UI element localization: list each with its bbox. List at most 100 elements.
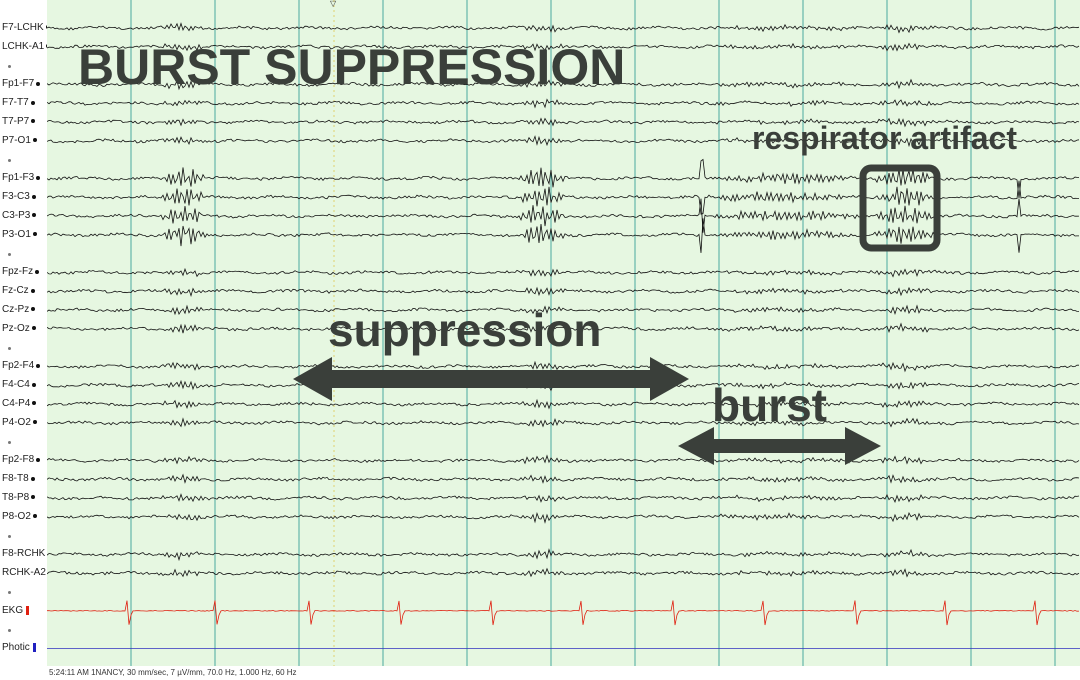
channel-label-text: F7-LCHK <box>2 22 44 33</box>
channel-dot-icon <box>32 514 37 519</box>
channel-label[interactable]: Cz-Pz <box>2 303 36 317</box>
ekg-trace <box>47 600 1080 626</box>
annotation-suppression: suppression <box>328 304 602 356</box>
channel-label[interactable]: F8-RCHK <box>2 547 52 561</box>
channel-separator-dot <box>8 158 11 162</box>
channel-label[interactable]: Photic <box>2 641 36 655</box>
channel-label[interactable]: P4-O2 <box>2 416 37 430</box>
eeg-trace <box>47 511 1080 524</box>
eeg-trace <box>47 493 1080 503</box>
channel-dot-icon <box>32 213 37 218</box>
channel-label-text: RCHK-A2 <box>2 567 46 579</box>
blue-square-icon <box>32 643 36 653</box>
timeline-marker-icon[interactable]: ▽ <box>330 0 337 8</box>
channel-label-text: Photic <box>2 642 30 654</box>
channel-label-text: Fz-Cz <box>2 285 29 297</box>
eeg-trace <box>47 417 1080 428</box>
channel-dot-icon <box>36 175 41 180</box>
respirator-artifact-box <box>859 164 941 252</box>
channel-dot-icon <box>30 476 35 481</box>
channel-label-text: T8-P8 <box>2 492 30 503</box>
channel-label[interactable]: F3-C3 <box>2 190 36 204</box>
channel-label[interactable]: Fp2-F4 <box>2 359 41 373</box>
eeg-trace <box>47 286 1080 298</box>
channel-label[interactable]: F7-LCHK <box>2 21 50 35</box>
channel-dot-icon <box>36 81 41 86</box>
channel-dot-icon <box>32 138 37 143</box>
channel-label[interactable]: LCHK-A1 <box>2 40 51 54</box>
eeg-trace <box>47 454 1080 465</box>
channel-separator-dot <box>8 346 11 350</box>
channel-label-text: F4-C4 <box>2 379 30 391</box>
eeg-trace <box>47 360 1080 373</box>
channel-label[interactable]: T8-P8 <box>2 491 36 505</box>
eeg-traces <box>47 0 1080 666</box>
channel-label-text: Fp1-F7 <box>2 78 35 90</box>
channel-separator-dot <box>8 252 11 256</box>
channel-label[interactable]: F4-C4 <box>2 378 36 392</box>
channel-label[interactable]: P8-O2 <box>2 510 37 524</box>
channel-label-text: Pz-Oz <box>2 322 30 334</box>
channel-label-text: C4-P4 <box>2 398 31 409</box>
channel-label-text: P3-O1 <box>2 228 31 240</box>
channel-label[interactable]: Pz-Oz <box>2 322 36 336</box>
channel-dot-icon <box>31 382 36 387</box>
channel-label[interactable]: F8-T8 <box>2 472 35 486</box>
channel-label[interactable]: Fpz-Fz <box>2 265 40 279</box>
channel-separator-dot <box>8 591 11 594</box>
channel-label-text: F7-T7 <box>2 97 29 109</box>
channel-label-text: P8-O2 <box>2 510 31 522</box>
channel-dot-icon <box>30 288 35 293</box>
eeg-trace <box>47 117 1080 128</box>
channel-label-text: F8-RCHK <box>2 548 46 560</box>
channel-dot-icon <box>32 420 37 425</box>
channel-label[interactable]: RCHK-A2 <box>2 566 52 580</box>
channel-dot-icon <box>31 119 36 124</box>
channel-label[interactable]: P3-O1 <box>2 228 37 242</box>
red-square-icon <box>26 605 30 615</box>
channel-label[interactable]: C4-P4 <box>2 397 37 411</box>
channel-label[interactable]: P7-O1 <box>2 134 37 148</box>
channel-dot-icon <box>32 401 37 406</box>
channel-label-text: Fp2-F4 <box>2 360 35 372</box>
suppression-double-arrow <box>293 357 689 401</box>
channel-label-text: Cz-Pz <box>2 304 30 315</box>
eeg-trace <box>47 567 1080 578</box>
burst-double-arrow <box>678 427 881 465</box>
eeg-trace <box>47 548 1080 562</box>
channel-label[interactable]: EKG <box>2 604 30 618</box>
channel-label[interactable]: Fp1-F7 <box>2 77 41 91</box>
channel-label[interactable]: F7-T7 <box>2 96 35 110</box>
channel-label-text: C3-P3 <box>2 210 31 221</box>
annotation-respirator-artifact: respirator artifact <box>752 120 1017 156</box>
channel-label-text: F3-C3 <box>2 191 30 203</box>
eeg-plot-area[interactable] <box>47 0 1080 666</box>
annotation-burst: burst <box>712 379 827 431</box>
channel-label[interactable]: Fp1-F3 <box>2 171 41 185</box>
eeg-trace <box>47 304 1080 316</box>
channel-label-text: EKG <box>2 604 24 616</box>
eeg-trace <box>47 398 1080 410</box>
eeg-trace <box>47 98 1080 109</box>
eeg-trace <box>47 158 1079 199</box>
channel-dot-icon <box>36 363 41 368</box>
channel-label-text: P4-O2 <box>2 416 31 428</box>
eeg-trace <box>47 135 1080 148</box>
channel-label-text: T7-P7 <box>2 116 30 127</box>
status-bar: 5:24:11 AM 1NANCY, 30 mm/sec, 7 µV/mm, 7… <box>47 666 1080 680</box>
channel-dot-icon <box>35 269 40 274</box>
eeg-trace <box>47 473 1080 484</box>
channel-label[interactable]: C3-P3 <box>2 209 37 223</box>
channel-label-text: Fpz-Fz <box>2 266 34 278</box>
channel-dot-icon <box>31 326 36 331</box>
channel-separator-dot <box>8 440 11 444</box>
channel-separator-dot <box>8 64 11 68</box>
channel-separator-dot <box>8 534 11 538</box>
channel-label[interactable]: T7-P7 <box>2 115 36 129</box>
channel-label-text: Fp2-F8 <box>2 454 35 466</box>
channel-label[interactable]: Fp2-F8 <box>2 453 41 467</box>
channel-label[interactable]: Fz-Cz <box>2 284 35 298</box>
eeg-trace <box>47 78 1080 91</box>
